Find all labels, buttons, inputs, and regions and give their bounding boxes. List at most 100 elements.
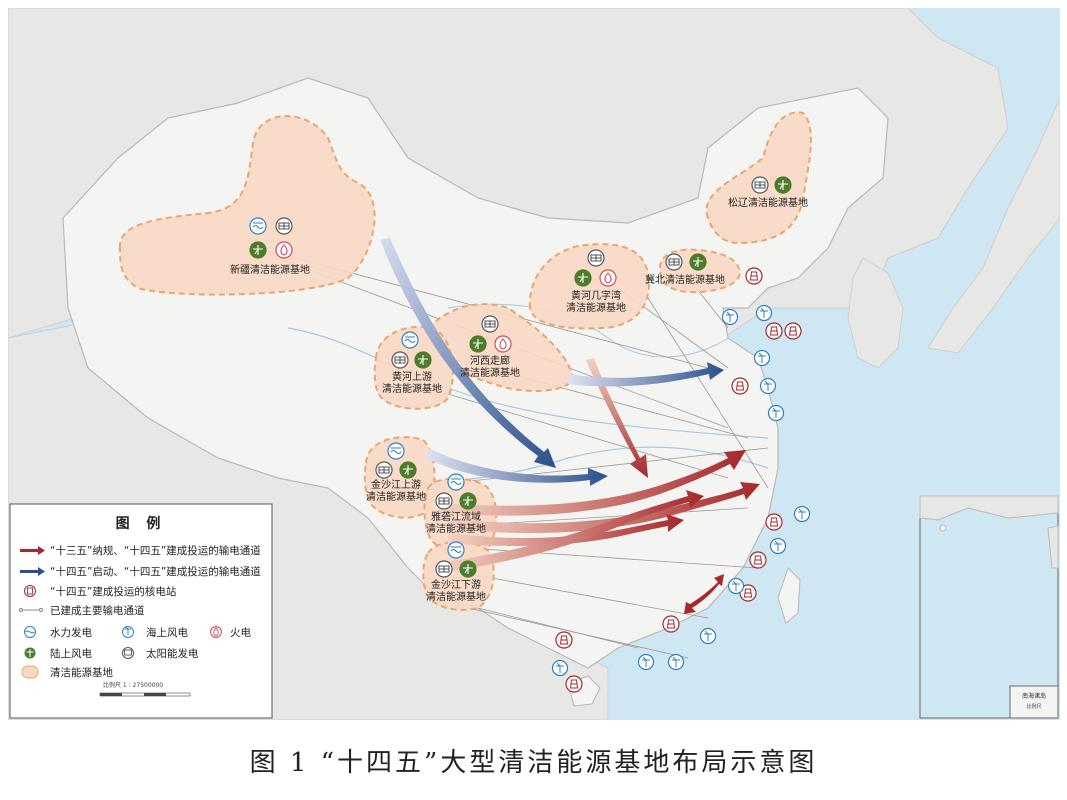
figure-caption: 图 1 “十四五”大型清洁能源基地布局示意图 <box>249 748 818 778</box>
base-label: 清洁能源基地 <box>460 366 520 379</box>
river <box>287 327 769 439</box>
hydro-icon <box>401 331 419 349</box>
onshore-icon <box>399 461 417 479</box>
nuclear-station-icon <box>749 551 767 569</box>
base-label: 雅砻江流域 <box>431 510 481 523</box>
offshore-wind-icon <box>721 308 739 326</box>
offshore-wind-icon <box>759 377 777 395</box>
red-arrow-fujian <box>684 574 724 614</box>
korea <box>847 257 904 369</box>
legend-offshore-wind-label: 海上风电 <box>146 626 188 639</box>
offshore-wind-icon <box>667 653 685 671</box>
bases-layer: 新疆清洁能源基地松辽清洁能源基地冀北清洁能源基地黄河几字湾清洁能源基地河西走廊清… <box>230 176 808 603</box>
solar-icon <box>435 560 453 578</box>
offshore-wind-icon <box>767 404 785 422</box>
base-label: 新疆清洁能源基地 <box>230 263 310 276</box>
blue-arrow-xinjiang-southeast <box>380 238 556 468</box>
onshore-icon <box>469 335 487 353</box>
red-arrow-yalong-east-3 <box>448 514 684 547</box>
offshore-wind-icon <box>637 653 655 671</box>
base-xinjiang: 新疆清洁能源基地 <box>230 217 310 276</box>
inset-title: 南海诸岛 <box>1022 692 1046 700</box>
onshore-icon <box>774 176 792 194</box>
base-region-huanghe-upper <box>373 325 454 410</box>
thermal-icon <box>275 241 293 259</box>
legend-onshore-wind-label: 陆上风电 <box>50 647 92 660</box>
base-label: 清洁能源基地 <box>426 522 486 535</box>
base-label: 冀北清洁能源基地 <box>645 273 725 286</box>
taiwan <box>777 567 801 624</box>
red-arrow-jinsha-lower <box>438 490 704 573</box>
solar-icon <box>435 492 453 510</box>
inset-scale: 比例尺 <box>1026 703 1041 710</box>
scale-bar-label: 比例尺 1 : 27500000 <box>103 681 163 689</box>
legend-title: 图 例 <box>116 515 167 532</box>
nuclear-station-icon <box>745 267 763 285</box>
solar-icon <box>391 351 409 369</box>
blue-arrow-hexi-east <box>568 362 724 387</box>
hydro-icon <box>387 442 405 460</box>
base-songliao: 松辽清洁能源基地 <box>728 176 808 209</box>
legend-red-arrow-icon <box>20 546 45 555</box>
legend-nuclear-label: “十四五”建成投运的核电站 <box>50 585 177 598</box>
offshore-wind-icon <box>769 537 787 555</box>
energy-base-map: 新疆清洁能源基地松辽清洁能源基地冀北清洁能源基地黄河几字湾清洁能源基地河西走廊清… <box>8 8 1060 720</box>
onshore-icon <box>459 492 477 510</box>
river <box>447 303 729 358</box>
south-china-sea-inset: 南海诸岛 比例尺 <box>919 495 1059 719</box>
base-label: 黄河几字湾 <box>571 289 621 302</box>
solar-icon <box>375 461 393 479</box>
legend: 图 例 “十三五”纳规、“十四五”建成投运的输电通道 “十四五”启动、“十四五”… <box>9 503 273 719</box>
nuclear-station-icon <box>555 631 573 649</box>
hydro-icon <box>447 541 465 559</box>
base-jibei: 冀北清洁能源基地 <box>645 253 725 286</box>
legend-line-label: 已建成主要输电通道 <box>50 604 145 617</box>
red-arrow-yalong-east-2 <box>448 482 760 534</box>
legend-thermal-label: 火电 <box>230 626 251 639</box>
red-arrow-jizi-south <box>586 358 648 478</box>
solar-icon <box>481 315 499 333</box>
blue-arrow-jinsha-upper <box>426 448 608 486</box>
base-label: 清洁能源基地 <box>566 301 626 314</box>
nuclear-station-icon <box>765 513 783 531</box>
scale-bar <box>99 692 191 697</box>
legend-solar-icon <box>122 647 134 659</box>
offshore-wind-icon <box>755 304 773 322</box>
onshore-icon <box>249 241 267 259</box>
solar-icon <box>751 176 769 194</box>
base-regions <box>118 111 812 611</box>
offshore-wind-icon <box>727 577 745 595</box>
onshore-icon <box>459 560 477 578</box>
offshore-wind-icon <box>793 505 811 523</box>
solar-icon <box>587 249 605 267</box>
legend-base-label: 清洁能源基地 <box>50 666 113 679</box>
nuclear-station-icon <box>731 377 749 395</box>
legend-onshore-wind-icon <box>24 647 36 659</box>
base-label: 河西走廊 <box>470 354 510 367</box>
base-label: 清洁能源基地 <box>426 590 486 603</box>
legend-hydro-label: 水力发电 <box>50 626 92 639</box>
solar-icon <box>665 253 683 271</box>
offshore-wind-icon <box>753 349 771 367</box>
legend-box <box>9 503 273 719</box>
offshore-wind-icon <box>551 659 569 677</box>
japan <box>927 97 1060 354</box>
offshore-wind-icon <box>699 627 717 645</box>
legend-thermal-icon <box>210 626 222 638</box>
solar-icon <box>275 217 293 235</box>
legend-blue-arrow-icon <box>20 567 45 576</box>
legend-base-swatch <box>21 665 39 679</box>
legend-line-icon <box>19 608 43 612</box>
thermal-icon <box>494 335 512 353</box>
base-region-xinjiang <box>118 115 376 296</box>
blue-transmission-arrows <box>380 238 724 486</box>
legend-blue-arrow-label: “十四五”启动、“十四五”建成投运的输电通道 <box>50 565 261 578</box>
base-label: 清洁能源基地 <box>382 382 442 395</box>
base-label: 黄河上游 <box>392 370 432 383</box>
